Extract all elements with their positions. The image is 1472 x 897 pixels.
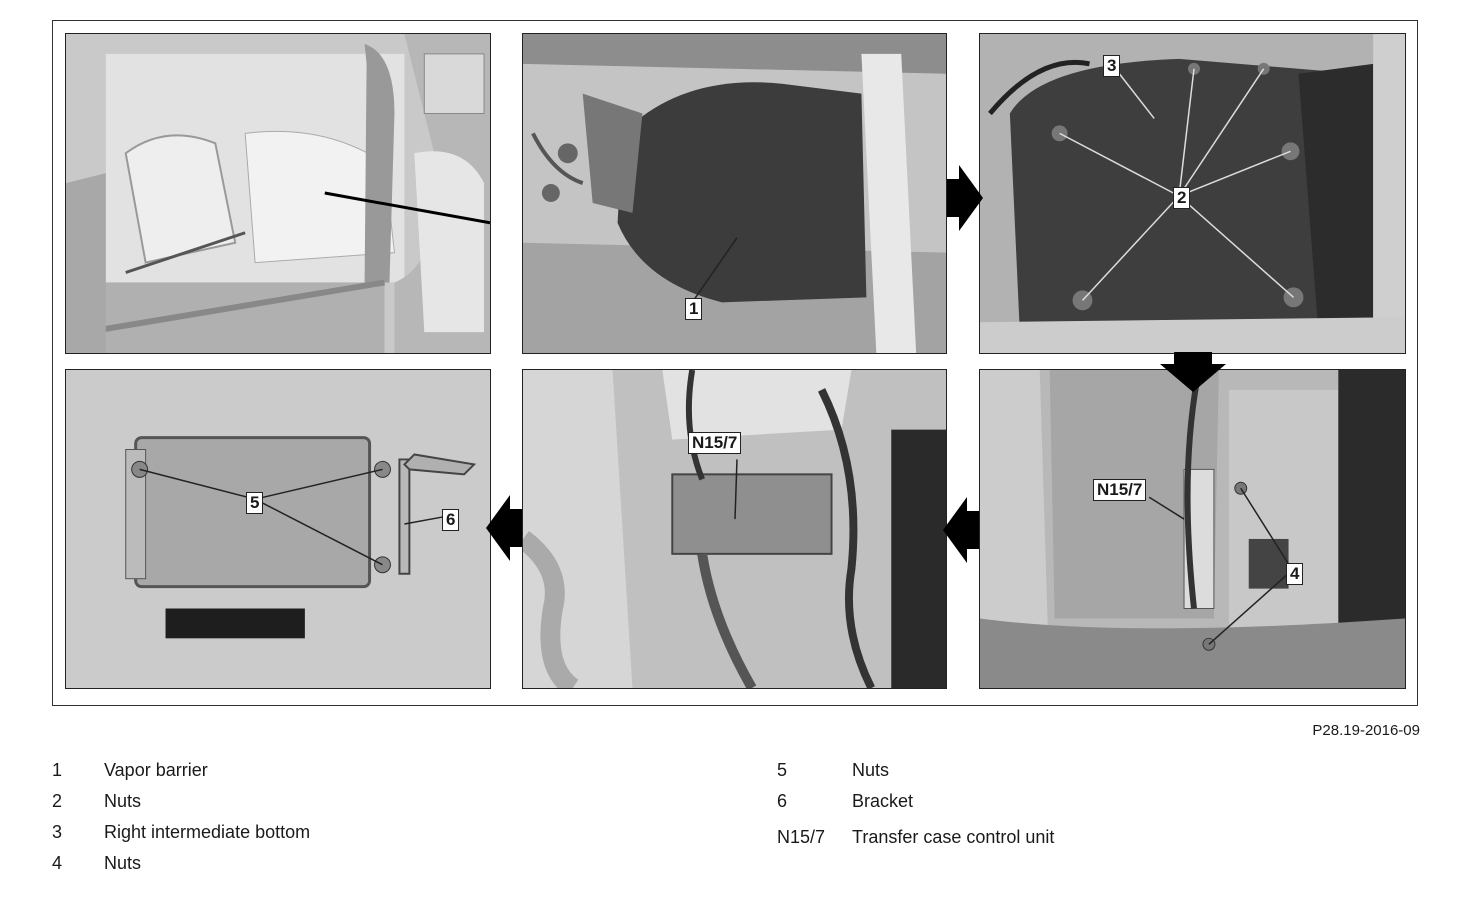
legend-key: 1 [52,760,63,780]
panel-control-unit-installed: N15/7 [522,369,947,689]
legend-label: Vapor barrier [104,760,208,780]
legend-item: 2 Nuts [52,791,652,822]
mounting-location-illustration [980,370,1405,688]
legend-key: 5 [777,760,788,780]
arrow-down-icon [1160,352,1226,392]
legend-key: 2 [52,791,63,811]
callout-2: 2 [1173,187,1191,209]
legend-item: 1 Vapor barrier [52,760,652,791]
arrow-right-icon [947,165,983,231]
intermediate-bottom-illustration [980,34,1405,353]
legend-item: 6 Bracket [777,791,1377,822]
legend-key: N15/7 [777,827,826,847]
legend-label: Nuts [104,853,142,873]
legend-label: Nuts [852,760,890,780]
legend-item: 4 Nuts [52,853,652,884]
legend-key: 3 [52,822,63,842]
control-unit-illustration [66,370,490,688]
callout-n15-7-installed: N15/7 [688,432,742,454]
installed-unit-illustration [523,370,946,688]
vapor-barrier-illustration [523,34,946,353]
legend-right: 5 Nuts 6 Bracket N15/7 Transfer case con… [777,760,1377,858]
callout-n15-7-location: N15/7 [1093,479,1147,501]
panel-control-unit-bracket: 5 6 [65,369,491,689]
legend-key: 6 [777,791,788,811]
panel-door-interior [65,33,491,354]
legend-item: 3 Right intermediate bottom [52,822,652,853]
arrow-left-icon-upper [943,497,979,563]
callout-5: 5 [246,492,264,514]
legend-item: 5 Nuts [777,760,1377,791]
arrow-left-icon-lower [486,495,522,561]
callout-1: 1 [685,298,703,320]
legend-left: 1 Vapor barrier 2 Nuts 3 Right intermedi… [52,760,652,884]
legend-label: Right intermediate bottom [104,822,311,842]
door-interior-illustration [66,34,490,353]
panel-vapor-barrier: 1 [522,33,947,354]
legend-label: Bracket [852,791,914,811]
panel-intermediate-bottom: 3 2 [979,33,1406,354]
callout-4: 4 [1286,563,1304,585]
legend-label: Nuts [104,791,142,811]
legend-label: Transfer case control unit [852,827,1055,847]
legend-key: 4 [52,853,63,873]
legend-item: N15/7 Transfer case control unit [777,827,1377,858]
panel-mounting-location: N15/7 4 [979,369,1406,689]
callout-6: 6 [442,509,460,531]
figure-id: P28.19-2016-09 [1312,722,1420,739]
callout-3: 3 [1103,55,1121,77]
